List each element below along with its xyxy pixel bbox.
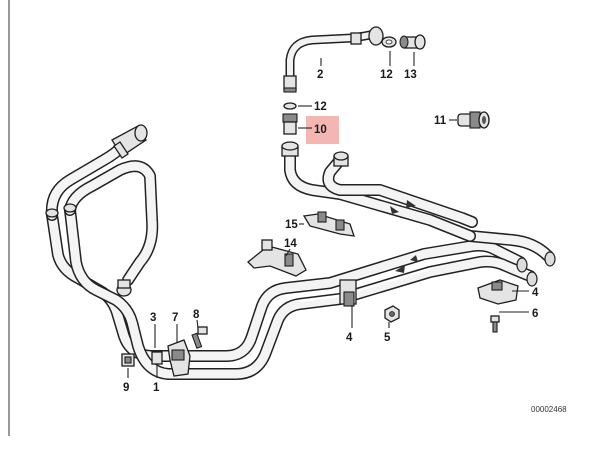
callout-8[interactable]: 8 — [193, 309, 200, 321]
callout-2[interactable]: 2 — [317, 69, 323, 81]
callout-4-center[interactable]: 4 — [346, 332, 353, 344]
callout-4-right[interactable]: 4 — [532, 287, 539, 299]
document-number: 00002468 — [531, 405, 567, 414]
left-pipe-ends — [45, 203, 77, 218]
hose-2[interactable] — [283, 26, 384, 93]
bracket-14[interactable] — [247, 239, 307, 277]
callout-11[interactable]: 11 — [434, 115, 447, 127]
left-hose-fitting-bottom — [116, 279, 132, 297]
callout-labels: 2 12 13 12 10 11 15 14 4 4 5 6 3 7 8 9 1 — [123, 69, 539, 394]
upper-cooler-lines[interactable] — [281, 141, 478, 242]
callout-7[interactable]: 7 — [172, 312, 178, 324]
bolt-8[interactable] — [191, 326, 208, 349]
clip-1[interactable] — [151, 351, 163, 365]
clamp-7[interactable] — [167, 339, 191, 377]
nut-5[interactable] — [384, 305, 400, 323]
callout-10[interactable]: 10 — [314, 124, 327, 136]
hose-fitting-upper-assembly — [282, 102, 298, 135]
bracket-4-upper[interactable] — [477, 279, 519, 305]
callout-6[interactable]: 6 — [532, 308, 538, 320]
clamp-4-center[interactable] — [339, 279, 357, 307]
leader-lines — [127, 51, 529, 378]
callout-14[interactable]: 14 — [284, 238, 297, 250]
callout-1[interactable]: 1 — [153, 382, 160, 394]
callout-12-mid[interactable]: 12 — [314, 101, 327, 113]
right-pipe-ends — [464, 230, 556, 287]
clip-9[interactable] — [121, 353, 135, 367]
highlight-part-10 — [306, 116, 339, 144]
banjo-bolt-11[interactable] — [457, 111, 490, 129]
bolt-6[interactable] — [490, 315, 500, 333]
left-hose-fitting-top — [111, 124, 148, 159]
callout-5[interactable]: 5 — [384, 332, 391, 344]
flow-arrows — [390, 200, 418, 273]
clip-15[interactable] — [302, 211, 355, 237]
callout-13[interactable]: 13 — [404, 69, 417, 81]
callout-9[interactable]: 9 — [123, 382, 129, 394]
callout-12-top[interactable]: 12 — [380, 69, 393, 81]
bolt-13[interactable] — [399, 34, 426, 50]
washer-12-top[interactable] — [381, 36, 397, 48]
callout-15[interactable]: 15 — [285, 219, 298, 231]
callout-3[interactable]: 3 — [150, 312, 156, 324]
